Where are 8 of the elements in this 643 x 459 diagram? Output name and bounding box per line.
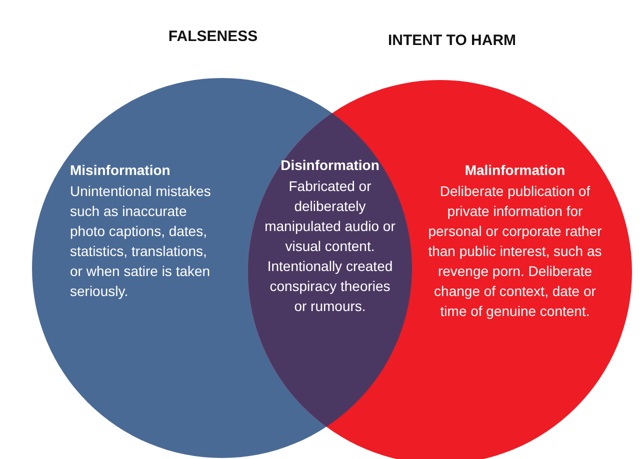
region-title: Disinformation xyxy=(280,156,380,175)
region-title: Misinformation xyxy=(70,161,172,180)
circle-heading: FALSENESS xyxy=(168,28,258,45)
region-text: Deliberate publication of private information for personal or corporate rather than public interest, such as revenge porn. Deliberate change of context, date or time of genuine content. xyxy=(427,182,603,321)
region-text: Fabricated or deliberately manipulated audio or visual content. Intentionally created conspiracy theories or rumours. xyxy=(264,177,396,316)
region-text: Unintentional mistakes such as inaccurate photo captions, dates, statistics, translations, or when satire is taken seriously. xyxy=(70,182,212,301)
circle-heading: INTENT TO HARM xyxy=(388,32,516,49)
region-title: Malinformation xyxy=(464,161,566,180)
